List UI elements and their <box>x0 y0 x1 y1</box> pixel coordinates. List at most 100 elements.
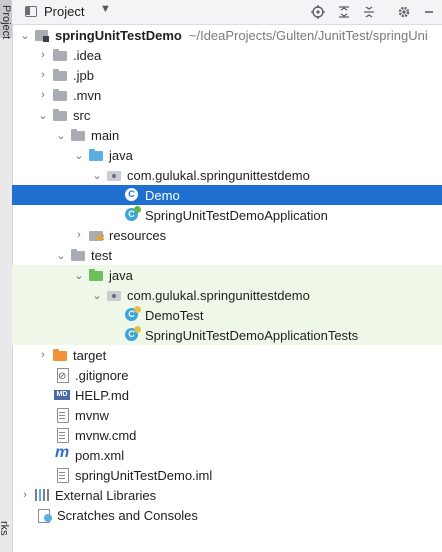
chevron-right-icon[interactable]: › <box>77 229 81 241</box>
module-root-icon <box>34 27 50 43</box>
tree-item-label: springUnitTestDemo <box>55 27 182 43</box>
bookmarks-tab-label[interactable]: rks <box>0 521 10 536</box>
tree-item-demo[interactable]: Demo <box>12 185 442 205</box>
tree-item-label: com.gulukal.springunittestdemo <box>127 167 310 183</box>
tree-item-label: External Libraries <box>55 487 157 503</box>
tree-item-idea[interactable]: › .idea <box>12 45 442 65</box>
iml-file-icon <box>54 467 70 483</box>
tree-item-main-java[interactable]: ⌄ java <box>12 145 442 165</box>
tree-item-label: mvnw.cmd <box>75 427 137 443</box>
project-view-title[interactable]: Project <box>44 4 85 19</box>
scratches-icon <box>36 507 52 523</box>
tree-item-label: target <box>73 347 107 363</box>
tree-item-label: DemoTest <box>145 307 204 323</box>
tree-item-test-package[interactable]: ⌄ com.gulukal.springunittestdemo <box>12 285 442 305</box>
tree-item-scratches[interactable]: Scratches and Consoles <box>12 505 442 525</box>
collapse-all-icon[interactable] <box>360 3 378 21</box>
tree-item-label: HELP.md <box>75 387 129 403</box>
tree-item-label: .jpb <box>73 67 94 83</box>
chevron-right-icon[interactable]: › <box>41 89 45 101</box>
project-view-icon <box>25 6 37 17</box>
expand-all-icon[interactable] <box>335 3 353 21</box>
libraries-icon <box>34 487 50 503</box>
gitignore-file-icon <box>54 367 70 383</box>
package-icon <box>106 287 122 303</box>
tree-item-src[interactable]: ⌄ src <box>12 105 442 125</box>
tree-item-label: java <box>109 147 133 163</box>
tree-item-label: SpringUnitTestDemoApplicationTests <box>145 327 359 343</box>
tree-item-test[interactable]: ⌄ test <box>12 245 442 265</box>
chevron-right-icon[interactable]: › <box>41 69 45 81</box>
project-tree[interactable]: ⌄ springUnitTestDemo ~/IdeaProjects/Gult… <box>12 24 442 552</box>
tree-item-test-java[interactable]: ⌄ java <box>12 265 442 285</box>
tree-item-help-md[interactable]: HELP.md <box>12 385 442 405</box>
spring-boot-class-icon <box>124 206 141 223</box>
chevron-right-icon[interactable]: › <box>23 489 27 501</box>
tree-item-demotest[interactable]: DemoTest <box>12 305 442 325</box>
chevron-down-icon[interactable]: ⌄ <box>56 129 66 142</box>
folder-icon <box>70 247 86 263</box>
tree-item-mvn[interactable]: › .mvn <box>12 85 442 105</box>
tree-item-label: src <box>73 107 91 123</box>
tree-item-label: com.gulukal.springunittestdemo <box>127 287 310 303</box>
chevron-down-icon[interactable]: ⌄ <box>38 109 48 122</box>
text-file-icon <box>54 427 70 443</box>
chevron-right-icon[interactable]: › <box>41 349 45 361</box>
chevron-down-icon[interactable]: ⌄ <box>56 249 66 262</box>
tree-item-label: Demo <box>145 187 180 203</box>
tree-item-label: main <box>91 127 120 143</box>
project-path: ~/IdeaProjects/Gulten/JunitTest/springUn… <box>188 27 428 43</box>
package-icon <box>106 167 122 183</box>
tree-item-label: test <box>91 247 112 263</box>
chevron-right-icon[interactable]: › <box>41 49 45 61</box>
target-icon[interactable] <box>309 3 327 21</box>
chevron-down-icon[interactable]: ⌄ <box>92 289 102 302</box>
test-class-icon <box>124 326 141 343</box>
tree-item-target[interactable]: › target <box>12 345 442 365</box>
class-icon <box>124 187 140 203</box>
tree-item-pom-xml[interactable]: pom.xml <box>12 444 442 465</box>
project-tool-tab[interactable]: Project <box>0 0 12 40</box>
excluded-folder-icon <box>52 347 68 363</box>
chevron-down-icon[interactable]: ⌄ <box>74 269 84 282</box>
tree-item-label: pom.xml <box>75 447 125 463</box>
project-panel-header: Project ▼ <box>12 0 442 25</box>
tree-item-mvnw-cmd[interactable]: mvnw.cmd <box>12 425 442 445</box>
resources-folder-icon <box>88 227 104 243</box>
chevron-down-icon[interactable]: ⌄ <box>74 149 84 162</box>
tree-item-main-package[interactable]: ⌄ com.gulukal.springunittestdemo <box>12 165 442 185</box>
tree-item-resources[interactable]: › resources <box>12 225 442 245</box>
tree-item-springunittestdemoapplicationtests[interactable]: SpringUnitTestDemoApplicationTests <box>12 325 442 345</box>
tree-item-label: .gitignore <box>75 367 129 383</box>
tree-item-springunittestdemo[interactable]: ⌄ springUnitTestDemo ~/IdeaProjects/Gult… <box>12 25 442 45</box>
minimize-icon[interactable] <box>420 3 438 21</box>
source-folder-icon <box>88 147 104 163</box>
project-tab-label: Project <box>0 5 12 40</box>
settings-gear-icon[interactable] <box>395 3 413 21</box>
maven-icon <box>54 444 70 463</box>
chevron-down-icon[interactable]: ▼ <box>100 3 111 15</box>
tree-item-label: java <box>109 267 133 283</box>
tree-item-jpb[interactable]: › .jpb <box>12 65 442 85</box>
tree-item-label: SpringUnitTestDemoApplication <box>145 207 328 223</box>
tree-item-mvnw[interactable]: mvnw <box>12 405 442 425</box>
markdown-file-icon <box>54 387 70 403</box>
folder-icon <box>52 67 68 83</box>
chevron-down-icon[interactable]: ⌄ <box>20 29 30 42</box>
folder-icon <box>52 87 68 103</box>
tree-item-main[interactable]: ⌄ main <box>12 125 442 145</box>
tree-item-label: mvnw <box>75 407 109 423</box>
tree-item-external-libraries[interactable]: › External Libraries <box>12 485 442 505</box>
tree-item-springunittestdemoapplication[interactable]: SpringUnitTestDemoApplication <box>12 205 442 225</box>
tree-item-label: .mvn <box>73 87 102 103</box>
tree-item-label: Scratches and Consoles <box>57 507 198 523</box>
folder-icon <box>70 127 86 143</box>
folder-icon <box>52 107 68 123</box>
test-class-icon <box>124 306 141 323</box>
tree-item-label: .idea <box>73 47 102 63</box>
tree-item-label: springUnitTestDemo.iml <box>75 467 213 483</box>
text-file-icon <box>54 407 70 423</box>
chevron-down-icon[interactable]: ⌄ <box>92 169 102 182</box>
tree-item-iml[interactable]: springUnitTestDemo.iml <box>12 465 442 485</box>
tree-item-gitignore[interactable]: .gitignore <box>12 365 442 385</box>
